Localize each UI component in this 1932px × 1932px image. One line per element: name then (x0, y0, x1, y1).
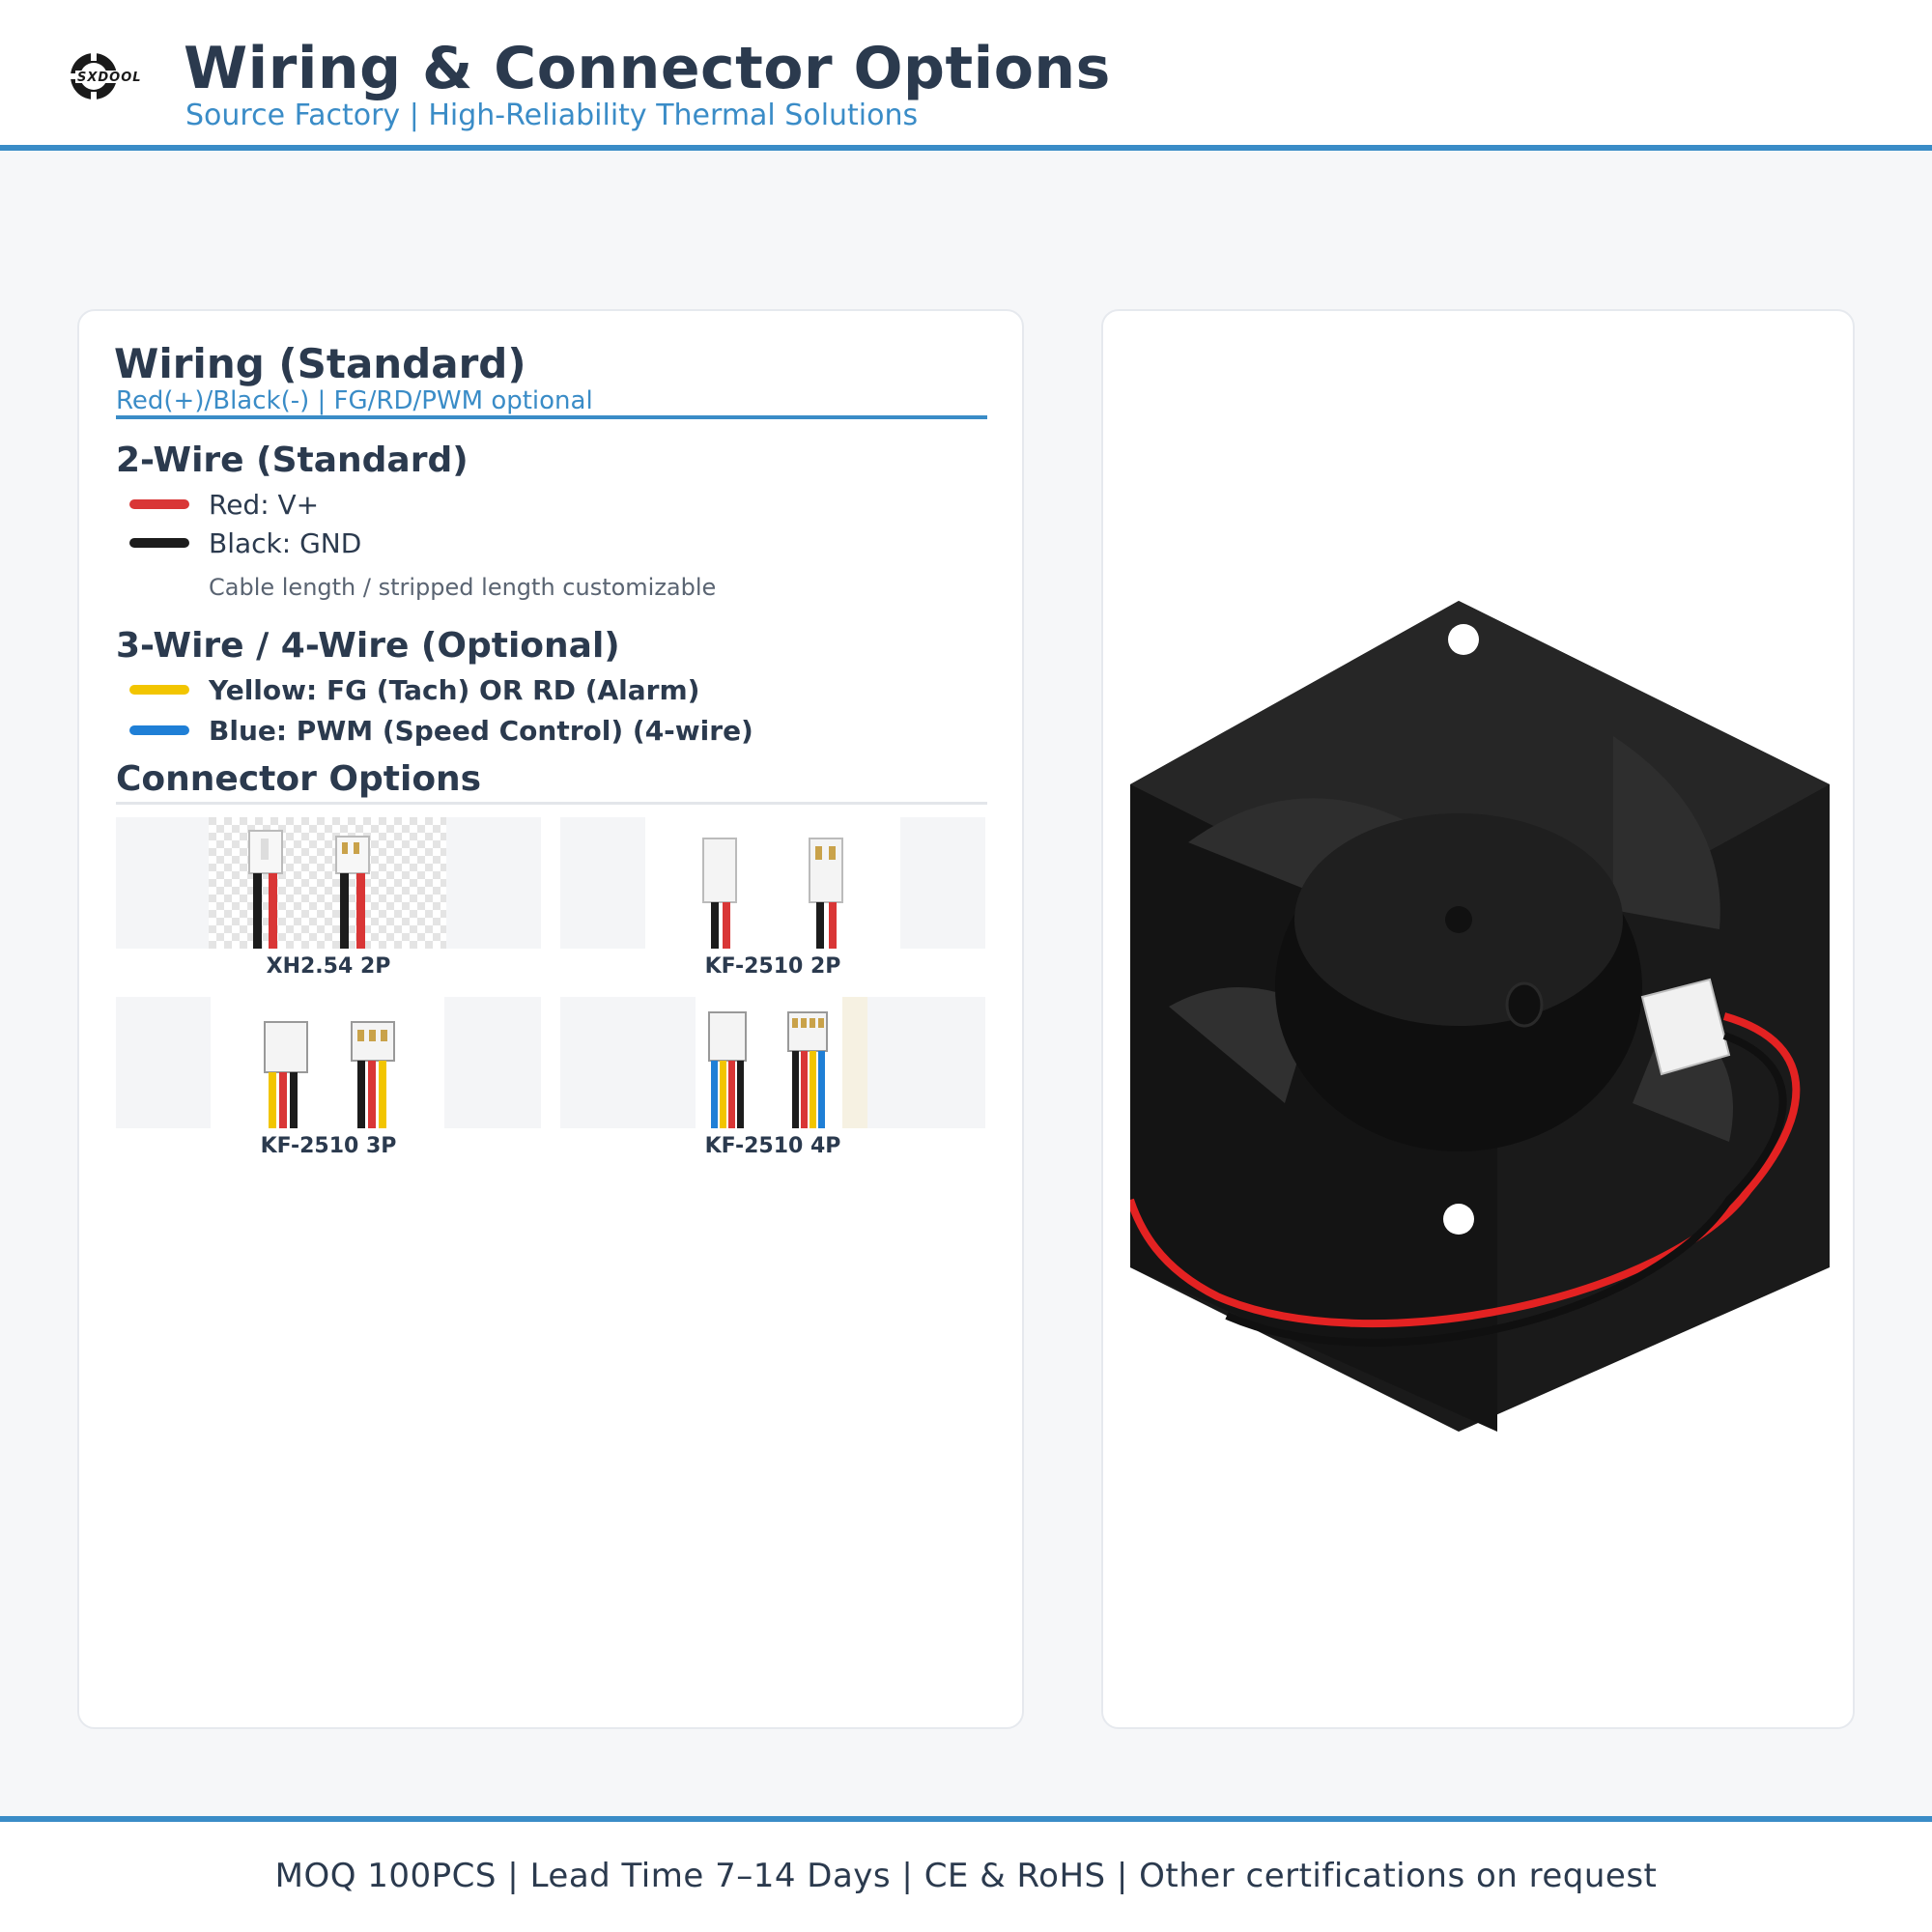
red-wire-swatch (129, 499, 189, 509)
wire-item-blue: Blue: PWM (Speed Control) (4-wire) (129, 715, 960, 748)
wire-item-yellow: Yellow: FG (Tach) OR RD (Alarm) (129, 674, 960, 707)
cable-note: Cable length / stripped length customiza… (209, 574, 717, 601)
footer-text: MOQ 100PCS | Lead Time 7–14 Days | CE & … (274, 1857, 1658, 1895)
connector-tile-kf2510-3p (116, 997, 541, 1128)
connector-tile-kf2510-4p (560, 997, 985, 1128)
connector-label: KF-2510 2P (704, 954, 841, 979)
page-subtitle: Source Factory | High-Reliability Therma… (185, 99, 919, 132)
connector-kf2510-4p-icon (696, 997, 867, 1128)
connector-divider (116, 802, 987, 805)
connector-kf2510-2p-icon (645, 817, 900, 949)
logo-wordmark: SXDOOL (77, 71, 142, 85)
page-title: Wiring & Connector Options (184, 35, 1111, 102)
wire-label: Black: GND (209, 527, 362, 559)
wire-label: Yellow: FG (Tach) OR RD (Alarm) (209, 674, 700, 706)
product-image-card (1101, 309, 1855, 1729)
connector-options-heading: Connector Options (116, 759, 482, 799)
optional-wire-heading: 3-Wire / 4-Wire (Optional) (116, 626, 620, 666)
yellow-wire-swatch (129, 685, 189, 695)
wire-label: Blue: PWM (Speed Control) (4-wire) (209, 715, 753, 747)
wiring-title: Wiring (Standard) (114, 340, 526, 387)
blue-wire-swatch (129, 725, 189, 735)
wire-item-red: Red: V+ (129, 489, 960, 522)
connector-tile-xh254-2p (116, 817, 541, 949)
connector-tile-kf2510-2p (560, 817, 985, 949)
page-footer: MOQ 100PCS | Lead Time 7–14 Days | CE & … (0, 1816, 1932, 1932)
connector-label: XH2.54 2P (266, 954, 391, 979)
connector-kf2510-3p-icon (211, 997, 444, 1128)
wiring-subtitle: Red(+)/Black(-) | FG/RD/PWM optional (116, 386, 593, 415)
wire-label: Red: V+ (209, 489, 320, 521)
connector-label: KF-2510 3P (260, 1134, 397, 1158)
black-wire-swatch (129, 538, 189, 548)
brand-logo: SXDOOL (69, 51, 153, 101)
connector-xh254-2p-icon (209, 817, 446, 949)
wire-item-black: Black: GND (129, 527, 960, 560)
page-header: SXDOOL Wiring & Connector Options Source… (0, 0, 1932, 151)
cooling-fan-icon (1130, 601, 1830, 1432)
two-wire-heading: 2-Wire (Standard) (116, 440, 469, 480)
connector-label: KF-2510 4P (704, 1134, 841, 1158)
wiring-divider (116, 415, 987, 419)
